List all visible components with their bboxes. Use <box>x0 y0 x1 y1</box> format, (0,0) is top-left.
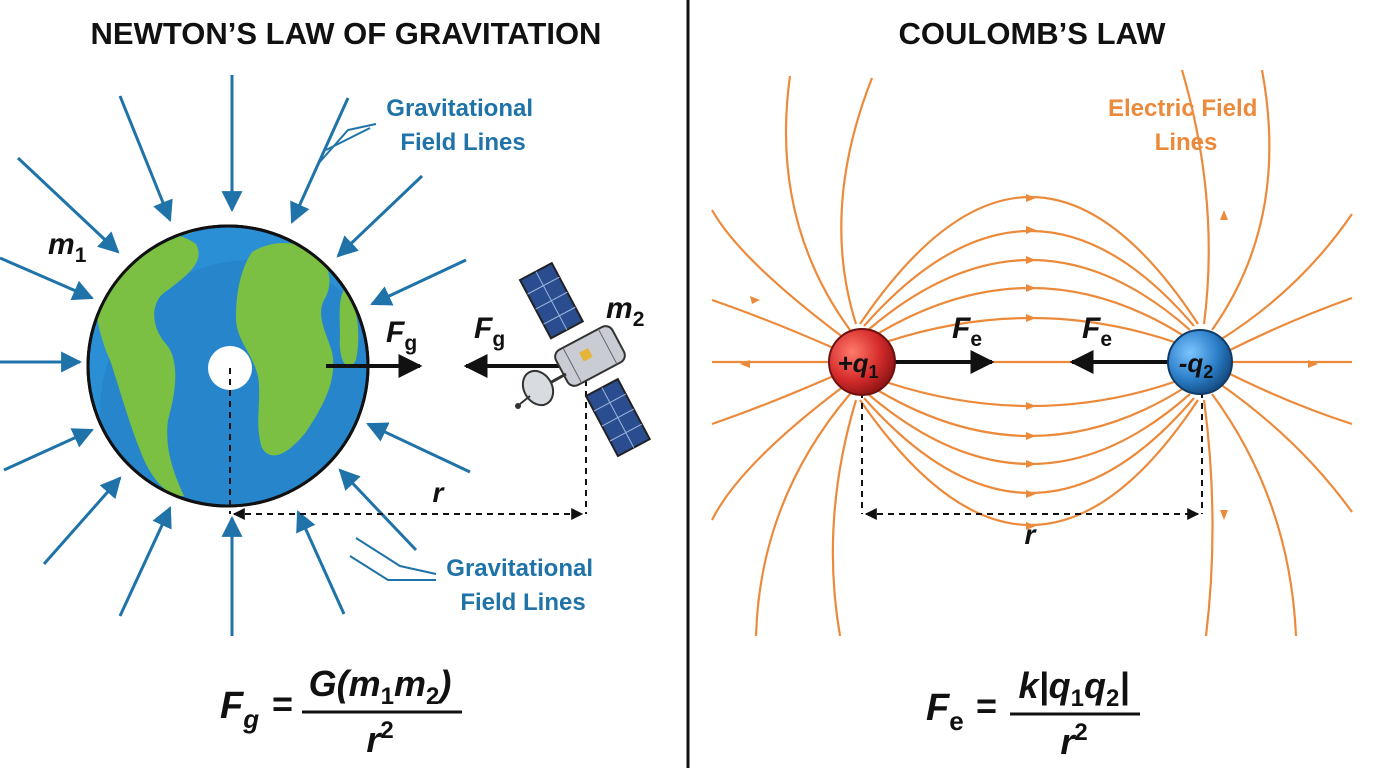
field-line <box>784 75 851 331</box>
electric-field-label: Electric Field Lines <box>1108 95 1264 156</box>
negative-charge: -q2 <box>1167 329 1233 395</box>
field-line <box>1211 393 1298 637</box>
field-line <box>711 372 839 426</box>
newton-panel: NEWTON’S LAW OF GRAVITATION Grav <box>0 16 652 760</box>
field-arrow <box>296 510 346 615</box>
field-arrowhead <box>1220 510 1228 520</box>
field-line <box>831 399 858 637</box>
field-arrowhead <box>1026 432 1036 440</box>
field-arrow <box>118 95 173 222</box>
distance-r-label-coulomb: r <box>1025 519 1038 550</box>
force-label-charge-1: Fe <box>952 312 982 351</box>
field-arrowhead <box>740 360 750 368</box>
distance-r-label: r <box>433 477 446 508</box>
field-line <box>1225 371 1353 426</box>
field-arrow <box>366 422 471 474</box>
coulomb-formula-numerator: k|q1q2| <box>1019 665 1130 712</box>
gravitational-field-lines <box>0 75 471 636</box>
mass-1-label: m1 <box>48 228 87 267</box>
field-arrow <box>336 174 424 258</box>
charge-1-label: +q1 <box>837 348 878 382</box>
field-label-leader <box>355 537 437 575</box>
coulomb-formula-denominator: r2 <box>1060 719 1087 762</box>
newton-formula-denominator: r2 <box>366 717 393 760</box>
field-line <box>754 393 851 637</box>
earth-icon <box>86 224 370 508</box>
newton-formula: Fg = G(m1m2) r2 <box>220 663 462 760</box>
field-arrowhead <box>1026 194 1036 202</box>
field-line <box>711 209 845 339</box>
newton-formula-numerator: G(m1m2) <box>309 663 452 710</box>
field-line <box>863 397 1195 495</box>
field-arrowhead <box>750 296 760 304</box>
newton-formula-equals: = <box>272 683 293 724</box>
field-arrowhead <box>1026 314 1036 322</box>
field-line <box>873 387 1185 437</box>
field-line <box>873 287 1185 337</box>
field-arrowhead <box>1308 360 1318 368</box>
force-label-charge-2: Fe <box>1082 312 1112 351</box>
field-line <box>1225 296 1353 353</box>
field-arrowhead <box>1026 460 1036 468</box>
newton-formula-lhs: Fg <box>220 685 259 734</box>
distance-r-indicator <box>229 368 587 520</box>
field-arrowhead <box>1026 522 1036 530</box>
field-arrow <box>338 468 418 552</box>
coulomb-title: COULOMB’S LAW <box>899 16 1167 51</box>
force-label-earth: Fg <box>386 316 417 355</box>
coulomb-formula: Fe = k|q1q2| r2 <box>926 665 1140 762</box>
field-line <box>879 316 1181 346</box>
coulomb-panel: COULOMB’S LAW <box>711 16 1353 762</box>
mass-2-label: m2 <box>606 292 644 331</box>
field-arrowhead <box>1026 226 1036 234</box>
charge-2-label: -q2 <box>1179 348 1214 382</box>
coulomb-formula-lhs: Fe <box>926 687 964 736</box>
field-line <box>1202 399 1214 637</box>
distance-r-indicator-coulomb <box>861 392 1203 520</box>
field-arrowhead <box>1026 490 1036 498</box>
field-label-leader <box>317 123 377 165</box>
field-line <box>1219 383 1353 513</box>
field-label-leader <box>349 555 436 581</box>
newton-title: NEWTON’S LAW OF GRAVITATION <box>91 16 602 51</box>
field-arrowhead <box>1220 210 1228 220</box>
field-label-leader <box>325 127 371 151</box>
field-arrow <box>42 476 122 565</box>
field-arrow <box>118 506 172 617</box>
coulomb-formula-equals: = <box>976 685 997 726</box>
field-line <box>879 378 1181 408</box>
field-arrow <box>0 256 94 301</box>
field-arrowhead <box>1026 256 1036 264</box>
field-line <box>863 229 1195 327</box>
satellite-icon <box>515 261 652 458</box>
field-arrow <box>370 258 467 306</box>
field-line <box>711 298 839 352</box>
field-line <box>711 385 845 521</box>
field-direction-arrows <box>740 194 1318 530</box>
gravitational-field-label-bottom: Gravitational Field Lines <box>446 555 599 616</box>
field-line <box>1180 69 1210 325</box>
field-arrow <box>16 156 120 254</box>
field-arrowhead <box>1026 402 1036 410</box>
field-arrow <box>3 428 94 472</box>
field-line <box>840 77 874 325</box>
force-label-satellite: Fg <box>474 312 505 351</box>
gravitational-field-label-top: Gravitational Field Lines <box>386 95 539 156</box>
positive-charge: +q1 <box>828 328 896 396</box>
field-arrowhead <box>1026 284 1036 292</box>
field-arrow <box>290 97 350 224</box>
field-line <box>1219 213 1353 341</box>
electric-field-lines <box>711 69 1353 637</box>
field-line <box>1211 69 1271 331</box>
